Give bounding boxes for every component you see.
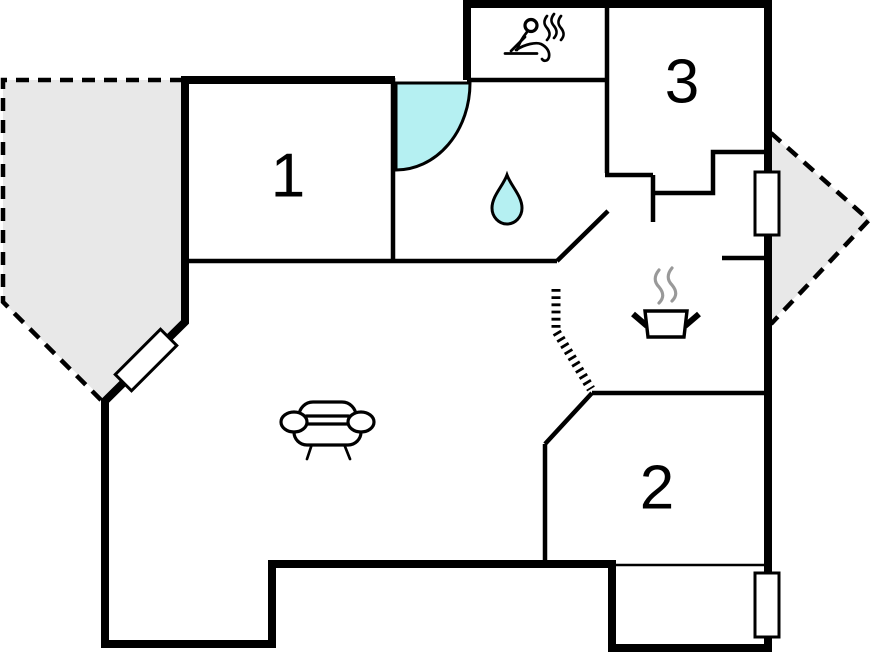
terrace-left-area bbox=[3, 80, 184, 401]
terrace-right bbox=[768, 131, 872, 326]
door-swing-quarter-circle bbox=[394, 81, 472, 172]
window-right-top bbox=[753, 170, 781, 237]
room-2-label: 2 bbox=[640, 454, 674, 523]
wall-bath-chamfer bbox=[555, 209, 610, 263]
sofa-icon bbox=[279, 400, 376, 461]
terrace-right-dashed-border bbox=[769, 131, 872, 326]
cooking-pot-icon bbox=[631, 266, 701, 339]
wall-hall-step-1 bbox=[605, 172, 656, 222]
divider-dashed-line bbox=[551, 289, 595, 392]
room-3-label: 3 bbox=[665, 48, 699, 117]
terrace-left bbox=[0, 77, 184, 402]
room-1-label: 1 bbox=[271, 142, 305, 211]
wall-hall-step-2 bbox=[653, 149, 770, 196]
wall-room2-diagonal bbox=[543, 391, 594, 446]
terrace-left-dashed-border bbox=[0, 77, 183, 402]
interior-walls bbox=[185, 4, 770, 567]
exterior-walls bbox=[101, 0, 772, 652]
water-drop-icon bbox=[490, 170, 524, 226]
window-right-bottom bbox=[753, 571, 781, 639]
window-left-diagonal bbox=[113, 327, 179, 393]
terrace-right-area bbox=[768, 132, 870, 325]
sauna-person-icon bbox=[503, 12, 565, 63]
